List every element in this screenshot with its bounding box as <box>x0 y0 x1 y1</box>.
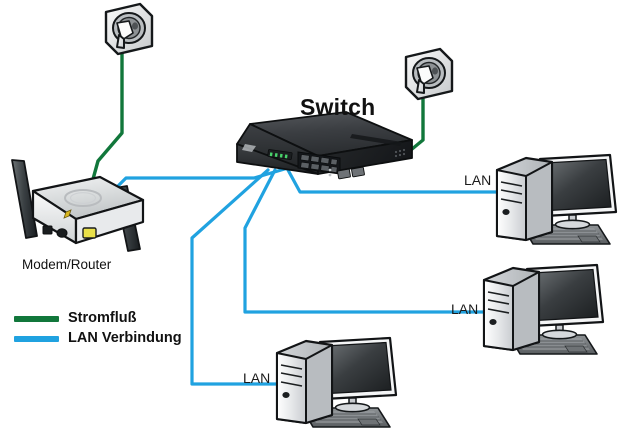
switch-vent <box>350 134 402 146</box>
power-cables <box>88 50 425 192</box>
modem-router-label: Modem/Router <box>22 257 112 272</box>
lan-switch-to-computer-bottom-left-cable <box>190 168 282 386</box>
legend-swatch-lan <box>14 335 59 342</box>
computer-middle-right <box>482 263 605 356</box>
switch-brand-mark <box>242 144 256 152</box>
switch-title: Switch <box>300 94 376 120</box>
legend-label-lan: LAN Verbindung <box>68 330 182 347</box>
legend-item-lan: LAN Verbindung <box>14 330 204 347</box>
modem-router-device <box>11 159 145 252</box>
lan-label-computer-top-right: LAN <box>464 172 492 188</box>
switch-port-3 <box>320 157 330 164</box>
power-socket-to-router-cable <box>88 50 124 192</box>
lan-switch-to-computer-top-right-cable <box>286 168 500 194</box>
switch-port-7 <box>320 164 330 172</box>
switch-port-block <box>297 151 341 175</box>
lan-label-computer-bottom-left: LAN <box>243 370 271 386</box>
switch-port-8 <box>330 166 338 173</box>
lan-router-to-switch-cable <box>106 166 290 198</box>
legend-item-power: Stromfluß <box>14 310 204 327</box>
legend-label-power: Stromfluß <box>68 310 137 327</box>
router-antenna-left <box>11 159 38 239</box>
router-port-2 <box>56 228 68 238</box>
router-status-ring-inner <box>69 192 97 204</box>
router-status-ring <box>64 189 102 207</box>
wall-socket-router <box>104 2 154 56</box>
switch-port-2 <box>310 155 320 163</box>
switch-led-bank <box>267 149 293 160</box>
switch-port-5 <box>300 161 310 169</box>
computer-top-right <box>495 153 618 246</box>
switch-port-1 <box>300 154 310 162</box>
lan-label-computer-middle-right: LAN <box>451 301 479 317</box>
switch-device <box>236 111 413 180</box>
router-port-1 <box>42 225 53 235</box>
switch-grille <box>394 148 406 158</box>
router-lan-port <box>82 227 97 239</box>
computer-bottom-left <box>275 336 398 429</box>
switch-port-4 <box>330 158 338 166</box>
router-power-led <box>63 209 72 219</box>
legend-swatch-power <box>14 315 59 322</box>
legend: Stromfluß LAN Verbindung <box>14 310 204 350</box>
lan-switch-to-computer-middle-right-cable <box>243 168 487 314</box>
switch-port-6 <box>310 163 320 171</box>
switch-uplink-bay <box>328 166 365 180</box>
wall-socket-switch <box>404 47 454 101</box>
